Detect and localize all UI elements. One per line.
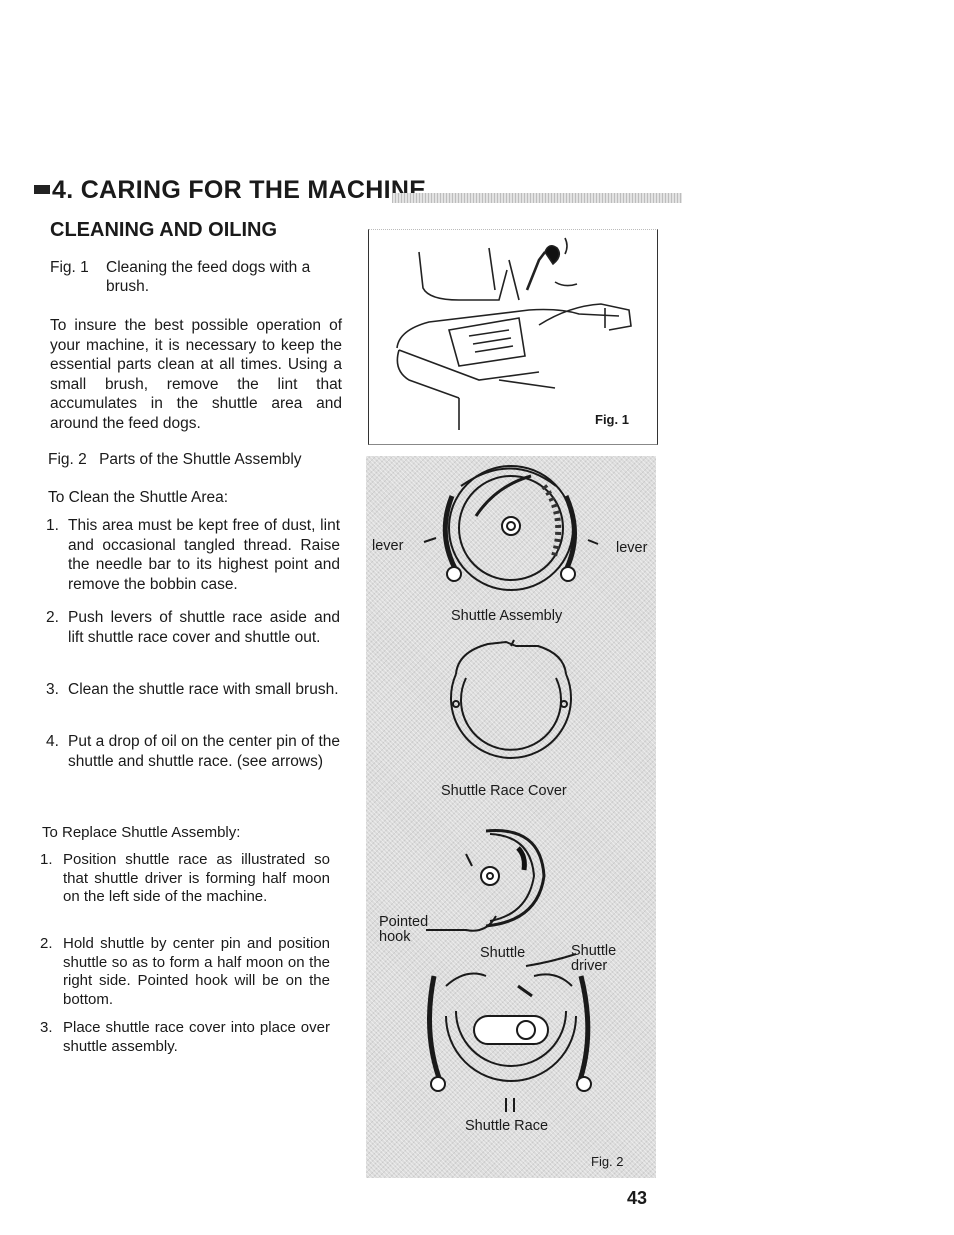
list-item: 3. Place shuttle race cover into place o… <box>40 1019 330 1055</box>
list-item: 2. Push levers of shuttle race aside and… <box>46 609 340 646</box>
sewing-machine-illustration <box>396 237 632 430</box>
label-shuttle-race-cover: Shuttle Race Cover <box>441 783 567 799</box>
list-item: 1. Position shuttle race as illustrated … <box>40 851 330 905</box>
fig2-caption-text: Parts of the Shuttle Assembly <box>99 451 302 468</box>
label-lever-right: lever <box>616 540 648 556</box>
list-item: 4. Put a drop of oil on the center pin o… <box>46 733 340 770</box>
fig2-caption: Fig. 2 Parts of the Shuttle Assembly <box>48 450 348 469</box>
figure-2-shuttle-parts: lever lever Shuttle Assembly Shuttle Rac… <box>366 456 656 1178</box>
list-item: 3. Clean the shuttle race with small bru… <box>46 681 339 698</box>
list-item: 1. This area must be kept free of dust, … <box>46 517 340 593</box>
title-rule <box>392 193 682 203</box>
section-title: 4. CARING FOR THE MACHINE <box>34 176 426 205</box>
figure-1-feed-dogs: Fig. 1 <box>368 229 658 445</box>
fig1-caption: Fig. 1 Cleaning the feed dogs with a bru… <box>50 258 346 296</box>
section-marker <box>34 185 50 194</box>
replace-heading: To Replace Shuttle Assembly: <box>42 824 241 841</box>
intro-paragraph: To insure the best possible operation of… <box>50 317 342 432</box>
fig1-caption-text: Cleaning the feed dogs with a brush. <box>106 259 311 295</box>
fig2-label: Fig. 2 <box>591 1154 624 1169</box>
fig1-label: Fig. 1 <box>595 412 629 427</box>
label-shuttle: Shuttle <box>480 945 526 961</box>
fig1-caption-label: Fig. 1 <box>50 259 89 276</box>
label-shuttle-race: Shuttle Race <box>465 1118 549 1134</box>
label-lever-left: lever <box>372 538 404 554</box>
fig2-caption-label: Fig. 2 <box>48 451 87 468</box>
shuttle-parts-illustration <box>423 465 599 1112</box>
subtitle: CLEANING AND OILING <box>50 219 278 241</box>
clean-heading: To Clean the Shuttle Area: <box>48 489 229 506</box>
page-number: 43 <box>627 1188 648 1208</box>
list-item: 2. Hold shuttle by center pin and positi… <box>40 935 330 1008</box>
label-shuttle-assembly: Shuttle Assembly <box>451 608 563 624</box>
